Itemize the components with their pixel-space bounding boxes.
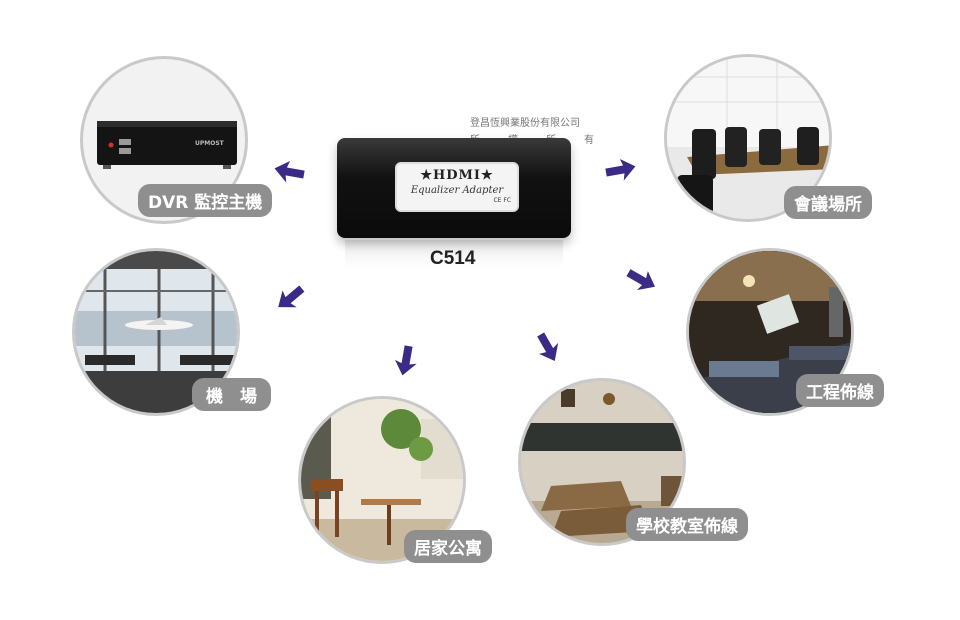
label-meeting: 會議場所 — [784, 186, 872, 219]
label-airport: 機 場 — [192, 378, 271, 411]
product-model: C514 — [430, 248, 476, 269]
label-home: 居家公寓 — [404, 530, 492, 563]
label-dvr: DVR 監控主機 — [138, 184, 273, 217]
arrow-down-left-icon — [278, 285, 305, 308]
arrow-down-icon — [537, 332, 559, 361]
arrow-down-right-icon — [626, 269, 655, 291]
label-classroom: 學校教室佈線 — [626, 508, 748, 541]
arrow-left-icon — [274, 161, 305, 183]
product-label-hdmi: ★HDMI★ — [420, 168, 494, 183]
rights-char: 有 — [584, 135, 594, 146]
label-engineering: 工程佈線 — [796, 374, 884, 407]
product-label-name: Equalizer Adapter — [410, 185, 504, 196]
hdmi-equalizer-product: ★HDMI★ Equalizer Adapter CE FC — [337, 138, 571, 238]
dvr-brand: UPMOST — [195, 140, 224, 147]
product-label: ★HDMI★ Equalizer Adapter CE FC — [395, 162, 519, 212]
product-reflection — [345, 240, 563, 268]
product-label-mark: CE FC — [493, 197, 511, 204]
arrow-down-icon — [395, 345, 417, 376]
meeting-circle — [664, 54, 832, 222]
company-watermark: 登昌恆興業股份有限公司 — [470, 118, 580, 129]
arrow-right-icon — [605, 159, 636, 181]
dvr-image — [97, 121, 237, 169]
